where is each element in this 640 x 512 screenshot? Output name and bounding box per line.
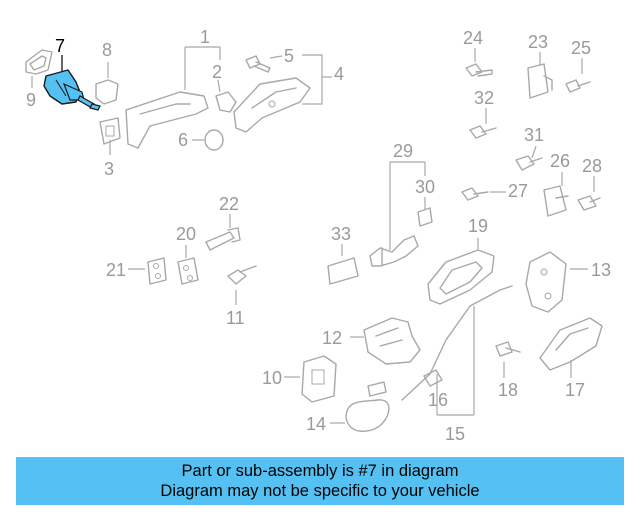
part-27-bolt[interactable] [461, 187, 489, 201]
part-4-handle-bracket[interactable] [233, 77, 311, 133]
callout-23[interactable]: 23 [528, 32, 548, 52]
parts-diagram: 7 1 2 3 4 5 6 8 9 10 11 12 13 14 15 16 1… [25, 27, 611, 444]
part-10-actuator[interactable] [301, 355, 337, 403]
callout-16[interactable]: 16 [428, 390, 448, 410]
part-1-outer-handle[interactable] [125, 91, 209, 149]
callout-28[interactable]: 28 [582, 156, 602, 176]
callout-7[interactable]: 7 [55, 36, 65, 56]
callout-11[interactable]: 11 [226, 308, 245, 328]
callout-13[interactable]: 13 [591, 260, 611, 280]
callout-3[interactable]: 3 [104, 159, 114, 179]
callout-26[interactable]: 26 [550, 151, 570, 171]
callout-25[interactable]: 25 [571, 38, 591, 58]
part-33-pad[interactable] [327, 257, 359, 285]
callout-33[interactable]: 33 [331, 224, 351, 244]
callout-32[interactable]: 32 [474, 88, 494, 108]
part-25-screw[interactable] [565, 79, 591, 93]
callout-21[interactable]: 21 [106, 260, 126, 280]
part-18-bolt[interactable] [495, 341, 521, 357]
callout-19[interactable]: 19 [468, 216, 488, 236]
callout-15[interactable]: 15 [445, 424, 465, 444]
callout-24[interactable]: 24 [463, 28, 483, 48]
part-12-door-latch[interactable] [363, 317, 421, 365]
part-11-striker[interactable] [227, 265, 257, 285]
part-32-bolt[interactable] [469, 125, 497, 139]
part-29-rod-clip[interactable] [369, 235, 419, 267]
part-9-cap[interactable] [25, 49, 53, 75]
part-5-bolt[interactable] [245, 55, 271, 73]
part-23-bracket[interactable] [527, 63, 553, 99]
part-6-grommet[interactable] [204, 129, 224, 151]
callout-12[interactable]: 12 [322, 328, 342, 348]
banner-line-2: Diagram may not be specific to your vehi… [160, 482, 480, 500]
leader-lines [31, 46, 595, 424]
part-13-latch-bracket[interactable] [525, 251, 567, 313]
part-26-clip[interactable] [543, 185, 569, 217]
callout-31[interactable]: 31 [524, 125, 544, 145]
part-2-clip[interactable] [215, 91, 237, 113]
part-19-inner-handle[interactable] [427, 249, 495, 305]
part-7-lock-cylinder[interactable] [43, 69, 101, 111]
banner-line-1: Part or sub-assembly is #7 in diagram [181, 462, 459, 480]
part-30-pad[interactable] [417, 207, 433, 227]
callout-20[interactable]: 20 [176, 224, 196, 244]
callout-18[interactable]: 18 [498, 380, 518, 400]
callout-8[interactable]: 8 [102, 40, 112, 60]
callout-5[interactable]: 5 [284, 46, 294, 66]
part-17-inner-handle[interactable] [539, 317, 603, 371]
callout-30[interactable]: 30 [415, 177, 435, 197]
callout-1[interactable]: 1 [200, 27, 210, 47]
callout-14[interactable]: 14 [306, 414, 326, 434]
callout-10[interactable]: 10 [262, 368, 282, 388]
part-22-bolt[interactable] [205, 227, 241, 251]
part-21-shim[interactable] [147, 257, 167, 285]
part-8-gasket[interactable] [95, 79, 119, 105]
part-31-bolt[interactable] [515, 155, 543, 171]
part-20-striker-plate[interactable] [177, 257, 199, 285]
callout-6[interactable]: 6 [178, 130, 188, 150]
part-24-bolt[interactable] [465, 63, 493, 77]
part-14-cable[interactable] [345, 381, 390, 432]
callout-4[interactable]: 4 [334, 64, 344, 84]
callout-29[interactable]: 29 [393, 141, 413, 161]
part-16-rod[interactable] [401, 285, 513, 401]
callout-9[interactable]: 9 [26, 90, 36, 110]
callout-27[interactable]: 27 [508, 181, 528, 201]
info-banner: Part or sub-assembly is #7 in diagram Di… [16, 457, 624, 505]
part-28-screw[interactable] [577, 195, 601, 211]
callout-2[interactable]: 2 [212, 62, 222, 82]
callout-22[interactable]: 22 [219, 194, 239, 214]
part-3-handle-pad[interactable] [99, 117, 121, 145]
callout-17[interactable]: 17 [565, 380, 585, 400]
